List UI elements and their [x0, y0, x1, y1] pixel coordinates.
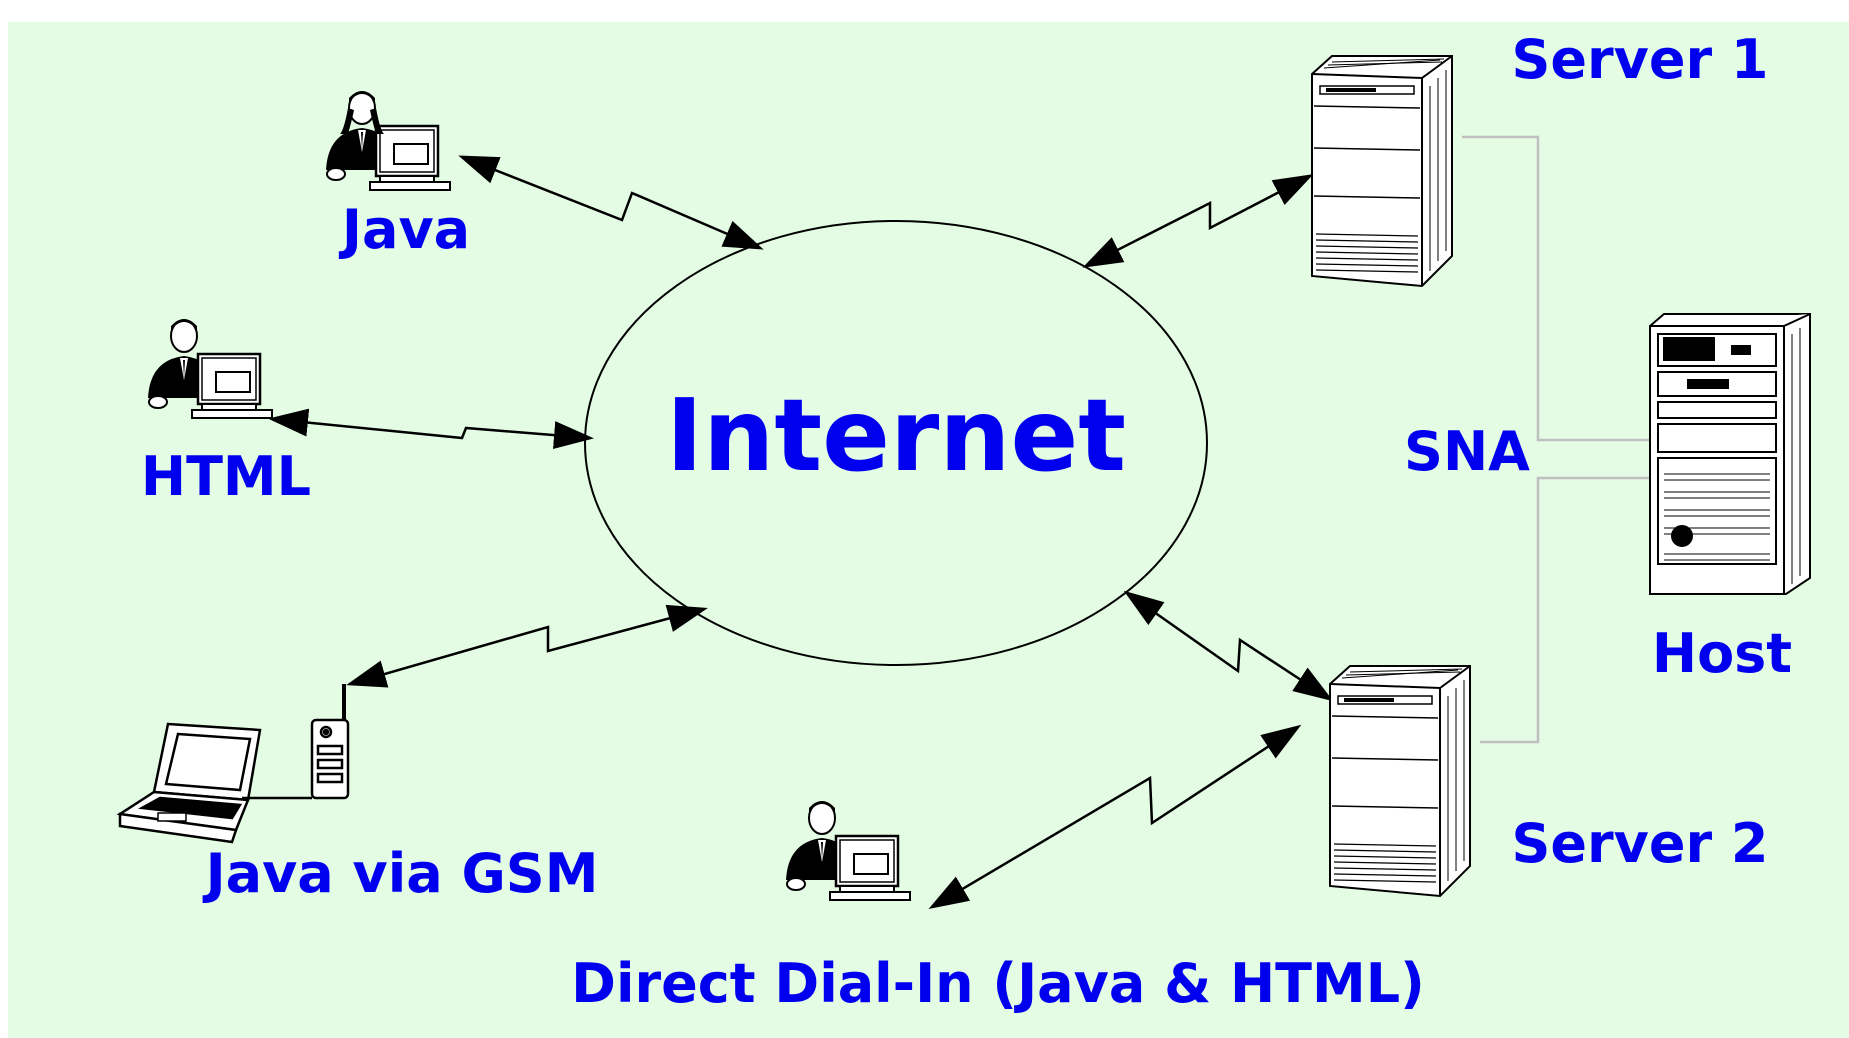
link-gsm-internet: [346, 604, 708, 688]
sna-connections: [1462, 135, 1650, 744]
sna-label: SNA: [1404, 420, 1530, 483]
server2-label: Server 2: [1512, 812, 1769, 875]
link-server1-internet: [1082, 174, 1314, 268]
mainframe-host-icon: [1649, 313, 1811, 595]
html-label: HTML: [141, 445, 311, 508]
server1-label: Server 1: [1512, 28, 1769, 91]
link-java-internet: [458, 155, 764, 250]
link-server2-internet: [1123, 590, 1334, 702]
link-html-internet: [268, 408, 594, 450]
tower-server-icon: [1311, 55, 1453, 287]
diagram-background: [8, 22, 1849, 1038]
dialin-label: Direct Dial-In (Java & HTML): [571, 952, 1425, 1015]
tower-server-icon: [1329, 665, 1471, 897]
gsm-label: Java via GSM: [202, 842, 599, 905]
link-dialin-server2: [928, 724, 1302, 910]
internet-label: Internet: [666, 377, 1126, 494]
laptop-with-gsm-phone-icon: [116, 684, 350, 844]
woman-at-computer-icon: [324, 89, 452, 192]
java-label: Java: [338, 198, 470, 261]
host-label: Host: [1652, 622, 1792, 685]
